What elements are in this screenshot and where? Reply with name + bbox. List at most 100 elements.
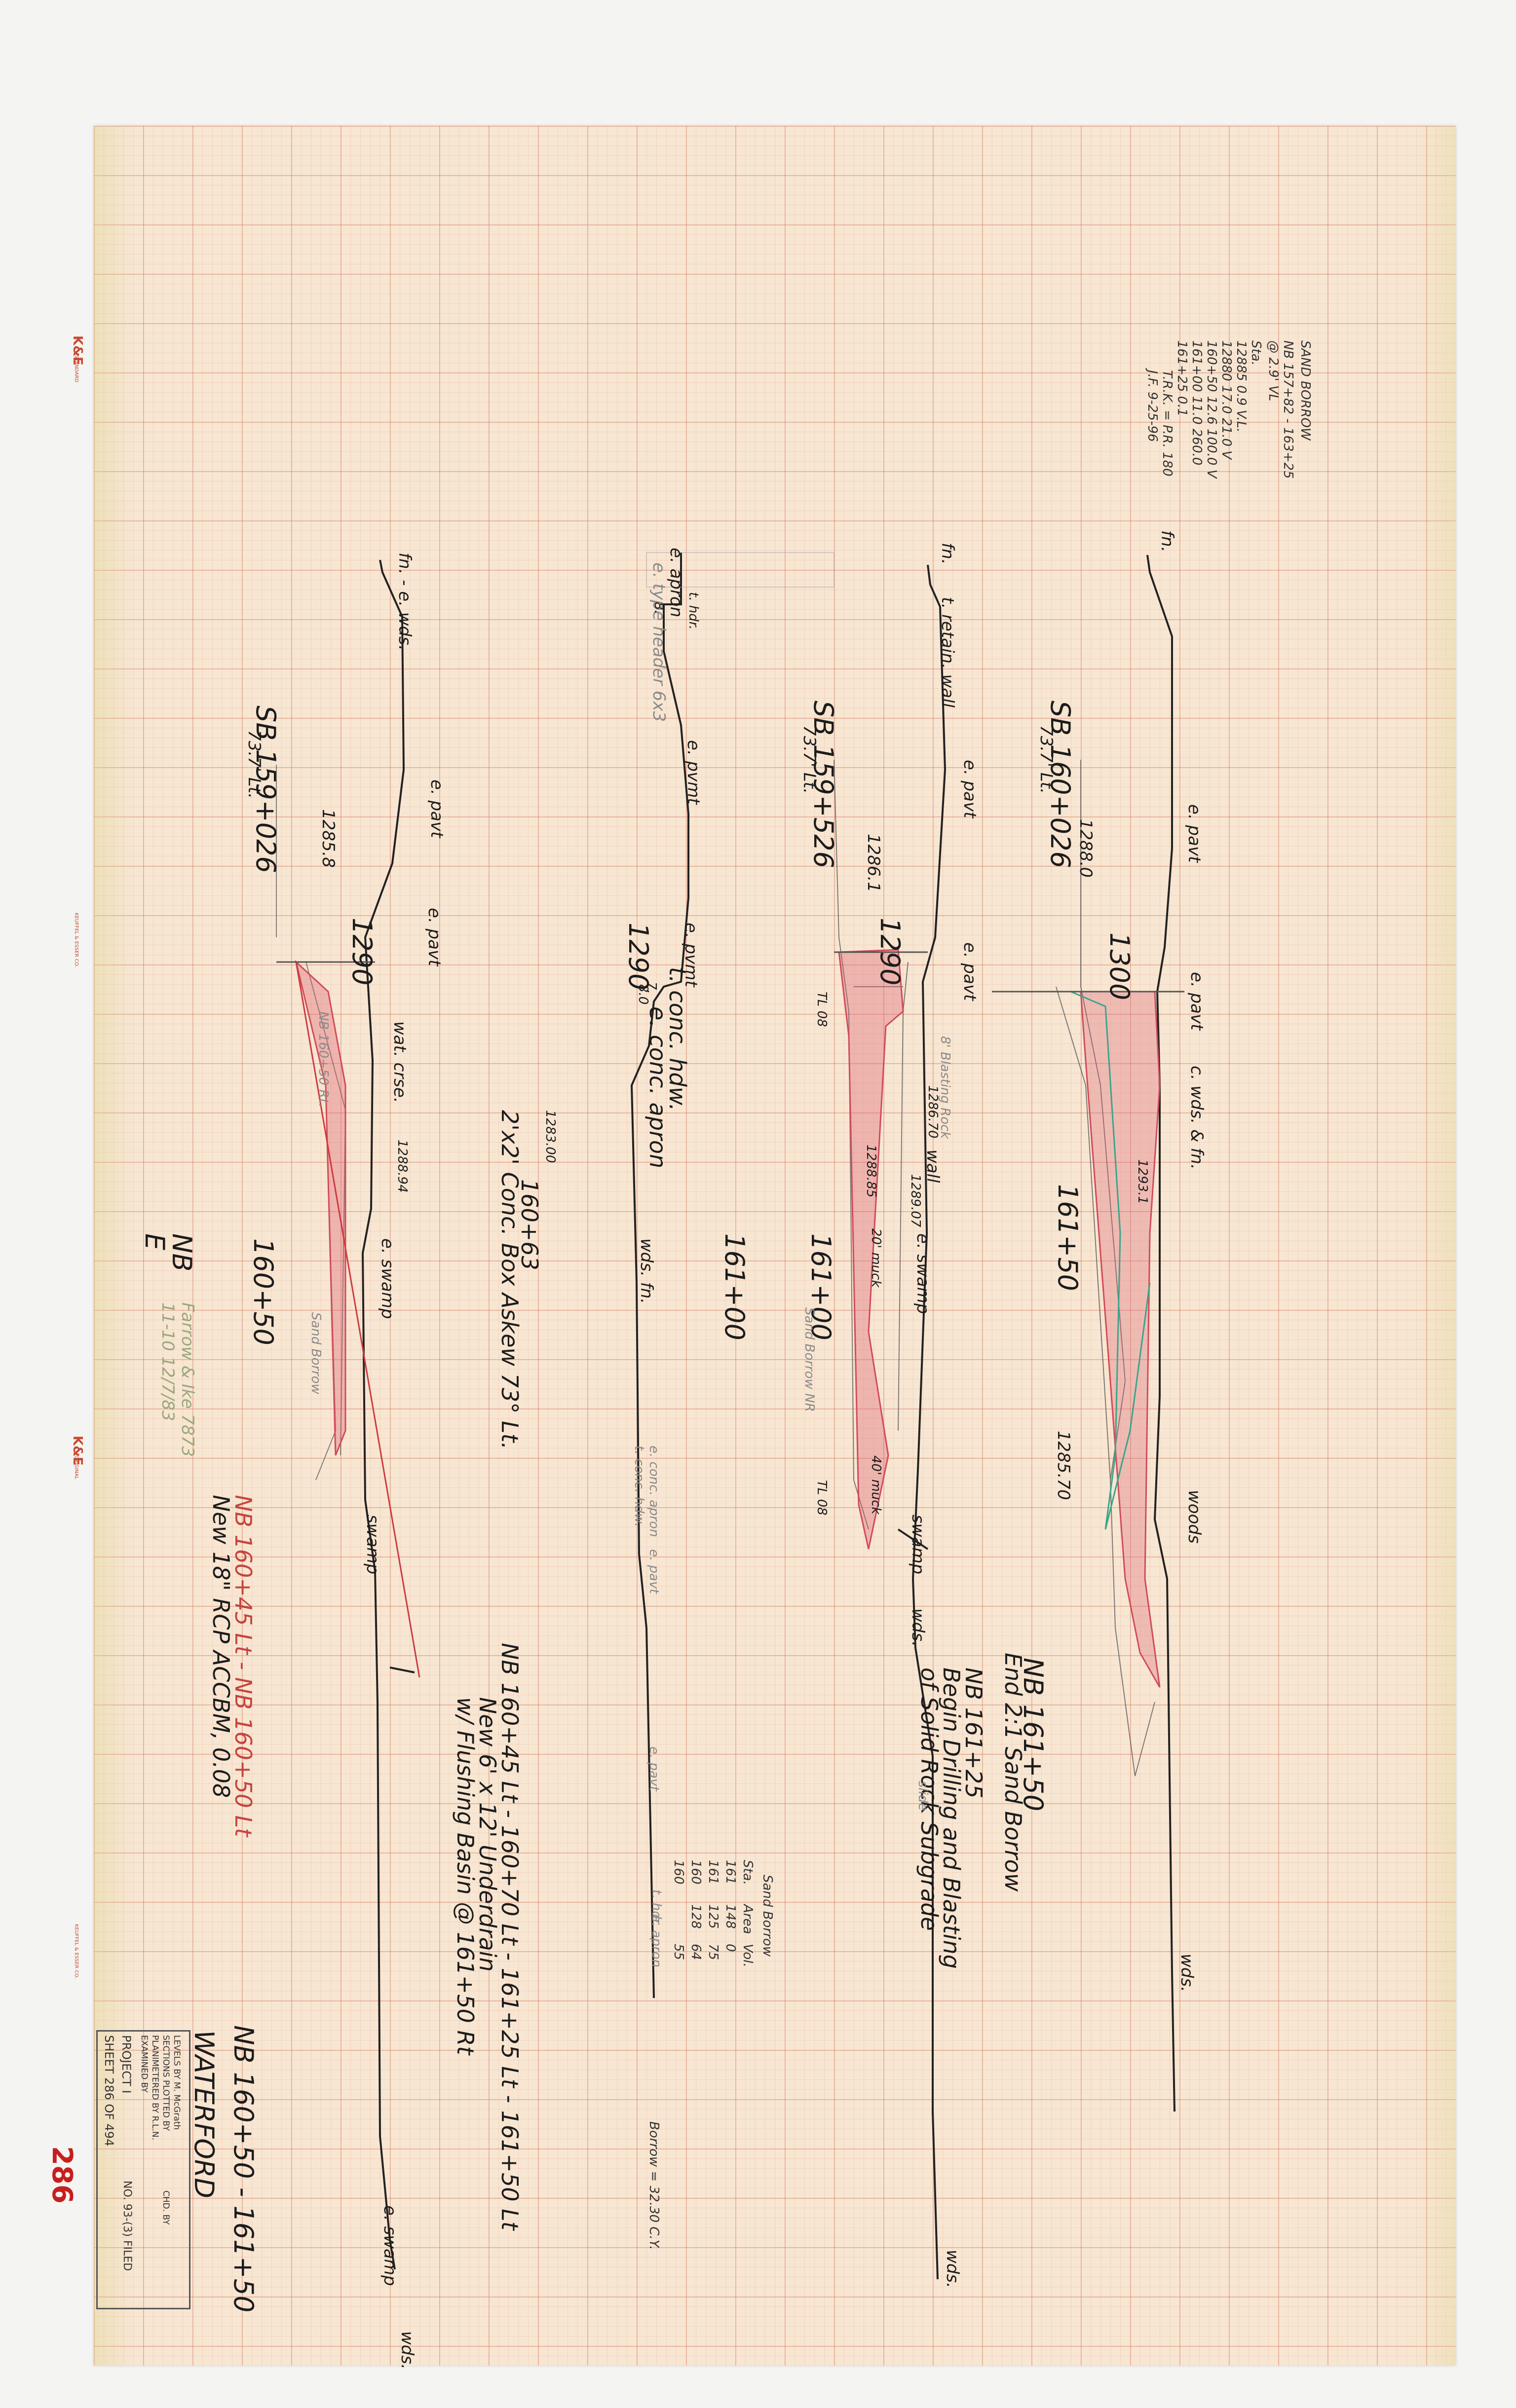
lower-table-col-2: Vol. (740, 1944, 755, 1967)
side-rock-label: 8' Blasting Rock (938, 1036, 952, 1139)
title-block (96, 2030, 190, 2309)
s3-wall: wall (923, 1149, 943, 1183)
lower-table-r2c0: 160 (688, 1860, 703, 1885)
sand-borrow-row-3: 12885 0.9 V.L. (1234, 340, 1249, 433)
section-161-50-template (1056, 760, 1155, 1777)
lower-table-r3c0: 160 (671, 1860, 686, 1885)
cut-fill-red-160-50 (295, 960, 346, 1456)
ground-profile-161-50 (1146, 555, 1175, 2112)
s2-pvmt-1: e. pvmt (683, 740, 703, 805)
section-161-00 (911, 564, 947, 2280)
tb-sections-plotted: SECTIONS PLOTTED BY (161, 2035, 171, 2131)
erased-header-box (646, 552, 834, 588)
s2-hdr: t. hdr. (686, 592, 701, 630)
ke-fine-print-1: KEUFFEL & ESSER CO. (74, 913, 79, 967)
s4-wds-fn: c. wds. & fn. (1187, 1066, 1207, 1170)
sand-borrow-row-9: J.F. 9-25-96 (1145, 370, 1160, 442)
s3-offset-dist: 73.7' Lt. (799, 725, 819, 794)
s3-wds-end: wds. (943, 2250, 962, 2288)
tb-levels-by: LEVELS BY M. McGrath (172, 2035, 182, 2130)
s2-apron-lower: e. conc. apron (646, 1445, 661, 1537)
sand-borrow-row-1: @ 2.9' VL (1266, 340, 1281, 402)
arrow-mark-1 (897, 1528, 929, 1550)
s2-culvert-desc: 2'x2' Conc. Box Askew 73° Lt. (496, 1110, 523, 1450)
s2-dim-a: 8. (651, 602, 666, 614)
sheet-left-edge-stain (94, 126, 133, 2366)
section-161-50 (1146, 555, 1175, 2112)
s4-wds-end: wds. (1177, 1954, 1197, 1992)
s3-wds: wds. (908, 1608, 928, 1647)
s3-elev-label: 1290 (874, 918, 906, 986)
s3-top-label: fn. (938, 543, 957, 565)
s2-station: 161+00 (719, 1233, 750, 1341)
ground-profile-161-00 (911, 564, 947, 2280)
s4-note-2: End 2:1 Sand Borrow (1000, 1653, 1026, 1892)
cut-fill-red-161-50 (1080, 991, 1161, 1688)
s1-note-2: New 18" RCP ACCBM, 0.08 (208, 1495, 234, 1798)
s1-elev-1: 1285.8 (318, 809, 338, 868)
lower-table-r3c2: 55 (671, 1944, 686, 1961)
s3-muck-2: 40' muck (869, 1455, 883, 1515)
s4-elev-label: 1300 (1104, 932, 1135, 1000)
title-location: WATERFORD (189, 2030, 220, 2199)
side-e: E (139, 1233, 170, 1251)
title-station-range: NB 160+50 - 161+50 (228, 2025, 259, 2313)
sand-borrow-row-6: 161+00 11.0 260.0 (1189, 340, 1204, 466)
side-sand-note: Sand Borrow NR (802, 1307, 817, 1412)
s4-woods: woods (1184, 1490, 1204, 1544)
s1-offset-dist: 73.7' Lt. (244, 730, 264, 799)
s1-swamp-2: swamp (363, 1515, 382, 1575)
s3-pavt-2: e. pavt (960, 942, 980, 1001)
s3-elev-1: 1286.1 (864, 834, 883, 892)
s3-swamp-1: e. swamp (913, 1233, 933, 1314)
s2-culvert-elev: 1283.00 (543, 1110, 558, 1163)
s2-pavt-lower2: e. pavt (646, 1746, 661, 1791)
s2-elev-label: 1290 (623, 923, 654, 991)
s3-slide: slide (915, 1781, 930, 1811)
section-160-50 (361, 559, 405, 2270)
cut-fill-red-161-00 (838, 949, 904, 1550)
tb-chd: CHD. BY (161, 2190, 171, 2225)
side-nb: NB (166, 1233, 197, 1272)
s2-apron: e. apron (666, 548, 686, 618)
side-notes-left: NB 160+50 Rt. (316, 1011, 331, 1108)
sand-borrow-row-5: 160+50 12.6 100.0 V (1204, 340, 1219, 479)
lower-table-col-1: Area (740, 1904, 755, 1934)
s2-apron-lower2: e. apron (649, 1914, 664, 1968)
ke-stamp-text-mid: ORIGINAL (74, 1455, 79, 1480)
s2-note-3: w/ Flushing Basin @ 161+50 Rt (452, 1697, 479, 2055)
sand-borrow-row-0: NB 157+82 - 163+25 (1281, 340, 1295, 479)
lower-table-r1c1: 125 (706, 1904, 720, 1929)
s2-dim-c: 8.0 (636, 984, 650, 1005)
s3-swamp-2: swamp (908, 1515, 928, 1575)
ground-profile-160-50 (361, 559, 405, 2270)
sand-borrow-table-title: SAND BORROW (1298, 340, 1313, 441)
arrow-mark-2 (389, 1667, 415, 1673)
s2-wds-fn: wds. fn. (637, 1238, 656, 1304)
lower-table-r1c2: 75 (706, 1944, 720, 1961)
s2-conc-apron: e. conc. apron (644, 1006, 671, 1169)
s1-elev-2: 1288.94 (395, 1140, 410, 1193)
sand-borrow-row-8: T.R.K. = P.R. 180 (1160, 370, 1175, 477)
s4-elev-1: 1288.0 (1076, 819, 1096, 878)
s4-offset-dist: 73.7' Lt. (1036, 725, 1056, 794)
tb-project: PROJECT I (119, 2035, 133, 2094)
lower-table-r2c2: 64 (688, 1944, 703, 1961)
s3-tl-2: TL 08 (814, 1480, 829, 1516)
s3-pavt-1: e. pavt (960, 760, 980, 818)
side-farm: Farrow & Ike 7873 (178, 1302, 197, 1457)
graph-paper-sheet (94, 126, 1456, 2366)
sand-borrow-row-2: Sta. (1249, 340, 1263, 366)
s1-pavt-1: e. pavt (427, 779, 447, 838)
sand-borrow-row-7: 161+25 0.1 (1175, 340, 1189, 417)
s1-wat-crse: wat. crse. (390, 1021, 410, 1103)
s1-swamp-end: e. swamp (380, 2205, 400, 2286)
ke-stamp-text-top: STANDARD (74, 355, 79, 383)
s1-top-label: fn. - e. wds. (395, 553, 415, 651)
s2-header: e. type header 6x3 (649, 562, 669, 722)
side-sand-borrow: Sand Borrow (308, 1312, 323, 1394)
section-culvert (630, 553, 689, 1999)
tb-project-no: NO. 93-(3) FILED (121, 2181, 133, 2271)
s3-muck-1: 20' muck (869, 1228, 883, 1288)
